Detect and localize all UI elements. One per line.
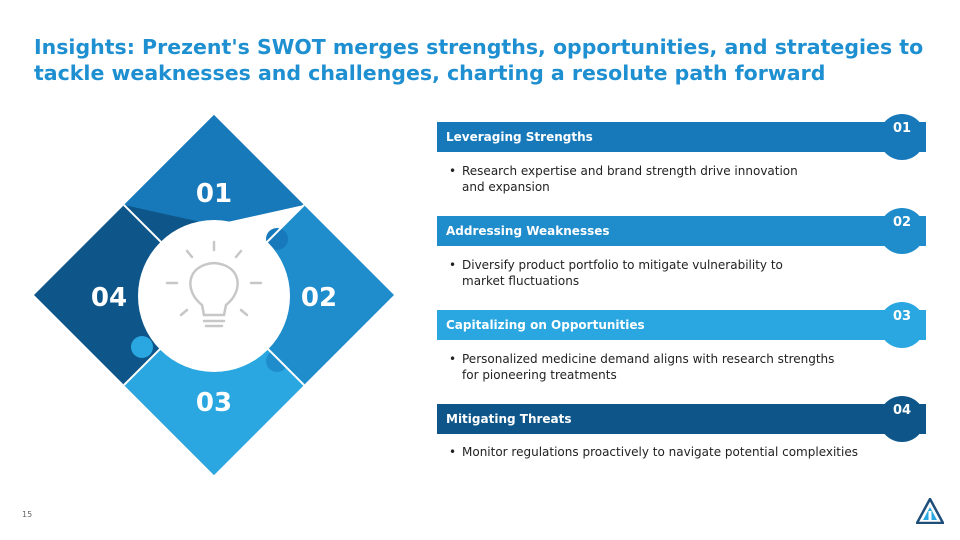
center-circle	[138, 220, 290, 372]
lightbulb-icon	[165, 240, 263, 328]
piece-number-03: 03	[196, 388, 232, 418]
strengths-header-bar: Leveraging Strengths 01	[437, 114, 926, 160]
piece-number-02: 02	[301, 283, 337, 313]
weaknesses-bullet: • Diversify product portfolio to mitigat…	[449, 257, 909, 289]
piece-number-01: 01	[196, 179, 232, 209]
strengths-bullet-line-2: and expansion	[462, 180, 550, 194]
threats-bullet-line-1: Monitor regulations proactively to navig…	[462, 445, 858, 459]
threats-header-bar: Mitigating Threats 04	[437, 396, 926, 442]
opportunities-title: Capitalizing on Opportunities	[446, 318, 645, 332]
threats-title: Mitigating Threats	[446, 412, 572, 426]
weaknesses-bullet-line-2: market fluctuations	[462, 274, 580, 288]
opportunities-bullet-line-1: Personalized medicine demand aligns with…	[462, 352, 835, 366]
threats-number-badge: 04	[879, 396, 925, 442]
company-logo-icon	[916, 498, 944, 524]
swot-puzzle-diagram: 01 02 03 04	[34, 115, 394, 475]
weaknesses-bullet-line-1: Diversify product portfolio to mitigate …	[462, 258, 783, 272]
threats-bullet: • Monitor regulations proactively to nav…	[449, 444, 909, 460]
strengths-number-badge: 01	[879, 114, 925, 160]
weaknesses-header-bar: Addressing Weaknesses 02	[437, 208, 926, 254]
opportunities-bullet-line-2: for pioneering treatments	[462, 368, 617, 382]
weaknesses-title: Addressing Weaknesses	[446, 224, 610, 238]
weaknesses-number-badge: 02	[879, 208, 925, 254]
strengths-bullet-line-1: Research expertise and brand strength dr…	[462, 164, 798, 178]
piece-number-04: 04	[91, 283, 127, 313]
strengths-bullet: • Research expertise and brand strength …	[449, 163, 909, 195]
strengths-title: Leveraging Strengths	[446, 130, 593, 144]
opportunities-bullet: • Personalized medicine demand aligns wi…	[449, 351, 909, 383]
page-title: Insights: Prezent's SWOT merges strength…	[34, 35, 924, 85]
page-number: 15	[22, 510, 33, 519]
opportunities-number-badge: 03	[879, 302, 925, 348]
opportunities-header-bar: Capitalizing on Opportunities 03	[437, 302, 926, 348]
